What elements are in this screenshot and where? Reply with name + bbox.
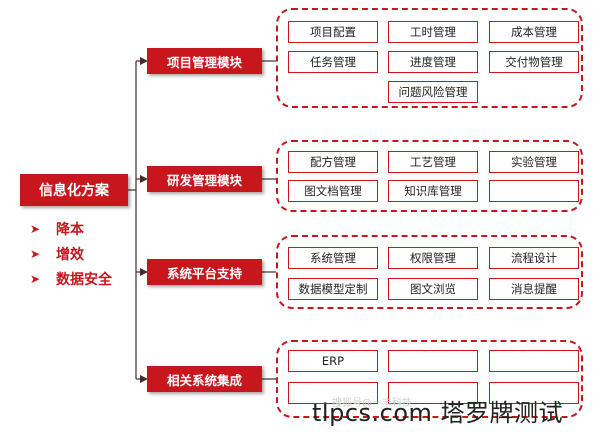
item-box	[288, 382, 378, 404]
module-system-integration: 相关系统集成	[147, 366, 262, 392]
item-box: 进度管理	[388, 51, 478, 73]
module-platform-support: 系统平台支持	[147, 259, 262, 285]
item-box: 图文档管理	[288, 180, 378, 202]
group-system-integration: ERP	[276, 340, 583, 418]
item-box: 知识库管理	[388, 180, 478, 202]
item-box: 工艺管理	[388, 151, 478, 173]
item-box	[489, 350, 579, 372]
item-box: 交付物管理	[489, 51, 579, 73]
item-box: 任务管理	[288, 51, 378, 73]
root-node: 信息化方案	[20, 174, 128, 206]
item-box: 配方管理	[288, 151, 378, 173]
benefit-item: ➤ 降本	[30, 216, 112, 241]
item-box: 成本管理	[489, 21, 579, 43]
item-box	[388, 350, 478, 372]
item-box	[388, 382, 478, 404]
benefit-item: ➤ 数据安全	[30, 266, 112, 291]
item-box: 系统管理	[288, 247, 378, 269]
benefit-item: ➤ 增效	[30, 241, 112, 266]
caption-text: tlpcs.com 塔罗牌测试	[312, 399, 564, 427]
item-box: 权限管理	[388, 247, 478, 269]
item-box	[489, 382, 579, 404]
benefit-label: 降本	[56, 221, 84, 238]
arrow-right-icon: ➤	[30, 221, 41, 236]
watermark-text: 搜狐号@一丰科技	[332, 398, 412, 409]
arrow-right-icon: ➤	[30, 246, 41, 261]
group-platform-support: 系统管理 权限管理 流程设计 数据模型定制 图文浏览 消息提醒	[276, 235, 583, 309]
benefit-label: 增效	[56, 246, 84, 263]
item-box: 消息提醒	[489, 278, 579, 300]
module-project-management: 项目管理模块	[147, 48, 262, 74]
arrow-right-icon: ➤	[30, 271, 41, 286]
item-box: 图文浏览	[388, 278, 478, 300]
module-label: 研发管理模块	[166, 172, 242, 188]
module-label: 系统平台支持	[166, 265, 242, 281]
module-label: 项目管理模块	[166, 54, 242, 70]
benefit-list: ➤ 降本 ➤ 增效 ➤ 数据安全	[30, 216, 112, 291]
group-rd-management: 配方管理 工艺管理 实验管理 图文档管理 知识库管理	[276, 140, 583, 212]
module-label: 相关系统集成	[166, 372, 242, 388]
module-rd-management: 研发管理模块	[147, 166, 262, 192]
item-box: 工时管理	[388, 21, 478, 43]
benefit-label: 数据安全	[56, 271, 112, 288]
item-box: 项目配置	[288, 21, 378, 43]
group-project-management: 项目配置 工时管理 成本管理 任务管理 进度管理 交付物管理 问题风险管理	[276, 8, 583, 108]
item-box: 数据模型定制	[288, 278, 378, 300]
root-label: 信息化方案	[39, 183, 109, 199]
item-box: ERP	[288, 350, 378, 372]
item-box	[489, 180, 579, 202]
item-box: 问题风险管理	[388, 81, 478, 103]
item-box: 实验管理	[489, 151, 579, 173]
item-box: 流程设计	[489, 247, 579, 269]
